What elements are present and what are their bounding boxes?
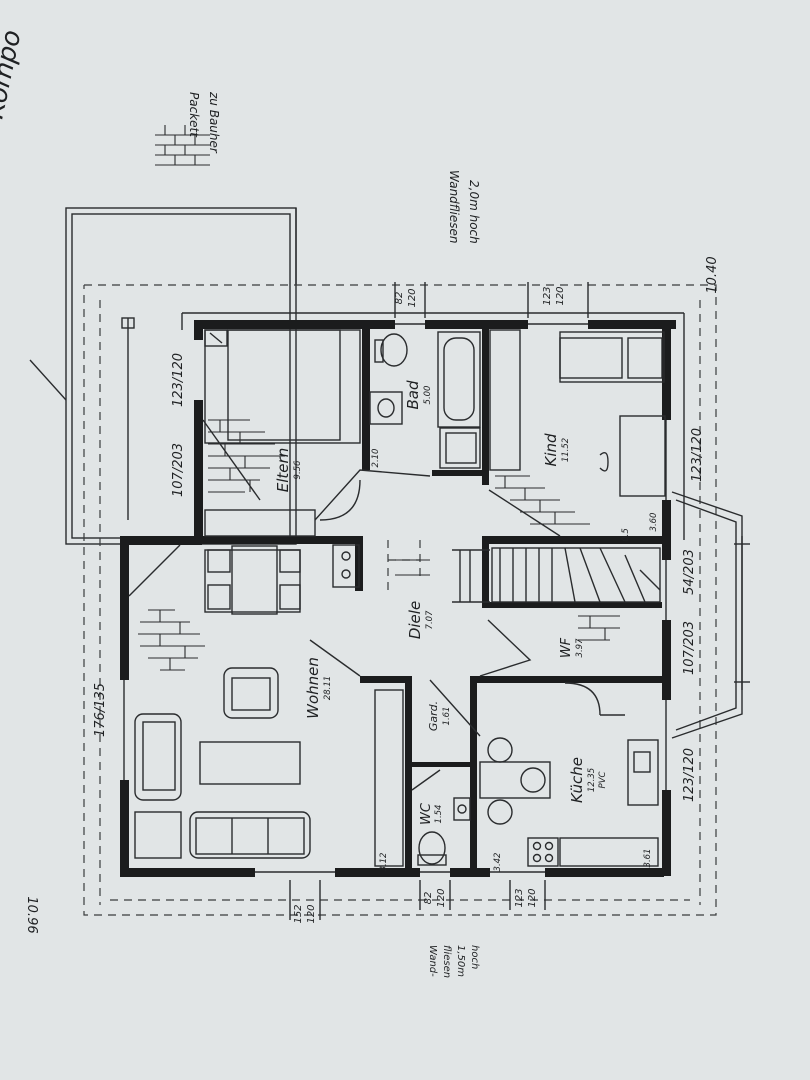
dim-left-window-1: 123/120 [171,353,186,407]
dim-bottom-window-1-a: 152 [293,904,304,923]
room-area-eltern: 9.56 [293,460,303,480]
stair [452,547,661,603]
exterior-walls [120,312,685,877]
kueche-furniture [479,682,659,867]
note-wandfliesen-left-line3: 1,50m [455,945,466,977]
room-label-gard: Gard. 1.61 [427,701,452,731]
note-wandfliesen: Wandfliesen 2,0m hoch [447,170,481,244]
room-area-wohnen: 28.11 [323,676,333,700]
note-wandfliesen-line1: Wandfliesen [447,170,461,244]
dim-bottom-window-2-a: 82 [423,892,434,905]
room-name-wf: WF [559,637,574,658]
room-name-kueche: Küche [568,757,586,803]
dim-left-window-2: 107/203 [171,443,186,497]
room-area-wf: 3.97 [575,638,585,658]
dim-kueche-2: 3.61 [643,849,653,868]
note-wandfliesen-line2: 2,0m hoch [467,180,481,244]
kind-furniture [488,329,666,537]
note-parkett-line2: zu Bauher [207,91,221,154]
dim-left-window-3: 176/135 [93,683,108,737]
dim-kind-2: 3.60 [649,513,659,532]
bad-fixtures [369,331,481,469]
dim-overall-width: 10.40 [705,256,720,293]
room-area-kind: 11.52 [561,438,571,462]
room-label-bad: Bad 5.00 [404,380,433,409]
dim-bottom-window-1-b: 120 [306,904,317,923]
room-label-kind: Kind 11.52 [542,433,571,467]
note-wandfliesen-left-line4: hoch [469,945,480,969]
room-label-kueche: Küche 12.35 PVC [568,757,608,803]
dim-right-window-2: 54/203 [682,549,697,595]
dim-right-window-4: 123/120 [682,748,697,802]
room-label-wf: WF 3.97 [559,637,585,658]
bay-window [671,491,750,739]
wohnen-furniture [128,544,404,867]
note-wandfliesen-left: Wand- fliesen 1,50m hoch [427,945,480,978]
dim-top-window-2-a: 123 [542,286,553,305]
dim-bottom-window-2-b: 120 [436,888,447,907]
dim-kind-1: 0.5 [621,528,631,542]
room-area-kueche: 12.35 [587,768,597,792]
room-label-wohnen: Wohnen 28.11 [304,657,333,719]
room-area-diele: 7.07 [425,610,435,630]
room-name-eltern: Eltern [274,448,292,492]
dim-bad: 2.10 [371,449,381,468]
room-name-bad: Bad [404,380,422,409]
interior-walls [200,320,670,874]
note-wandfliesen-left-line1: Wand- [427,945,438,977]
room-label-wc: WC 1.54 [419,802,444,825]
dim-top-window-1-b: 120 [407,288,418,307]
wc-fixtures [411,769,471,866]
room-label-diele: Diele 7.07 [406,601,435,639]
room-name-kind: Kind [542,433,560,467]
room-area-gard: 1.61 [442,707,452,726]
note-parkett: Packett zu Bauher [187,91,221,154]
dim-wohnen: 3.12 [379,853,389,872]
dimension-frame [83,284,717,916]
room-name-wohnen: Wohnen [304,657,322,719]
dim-top-window-1-a: 82 [394,292,405,305]
room-name-diele: Diele [406,601,424,639]
dim-right-window-1: 123/120 [690,428,705,482]
note-wandfliesen-left-line2: fliesen [441,945,452,978]
dim-top-window-2-b: 120 [555,286,566,305]
dim-right-window-3: 107/203 [682,621,697,675]
room-label-eltern: Eltern 9.56 [274,448,303,492]
dim-kueche-1: 3.42 [493,853,503,872]
room-name-wc: WC [419,802,434,825]
dim-overall-depth: 10.96 [24,896,39,933]
dim-bottom-window-3-a: 123 [514,888,525,907]
room-name-gard: Gard. [427,701,440,731]
brick-hatching [138,125,620,671]
dimension-ticks [289,282,589,920]
dim-bottom-window-3-b: 120 [527,888,538,907]
note-parkett-line1: Packett [187,92,201,138]
room-floor-kueche: PVC [598,772,608,789]
room-area-bad: 5.00 [423,386,433,405]
room-area-wc: 1.54 [434,805,444,824]
